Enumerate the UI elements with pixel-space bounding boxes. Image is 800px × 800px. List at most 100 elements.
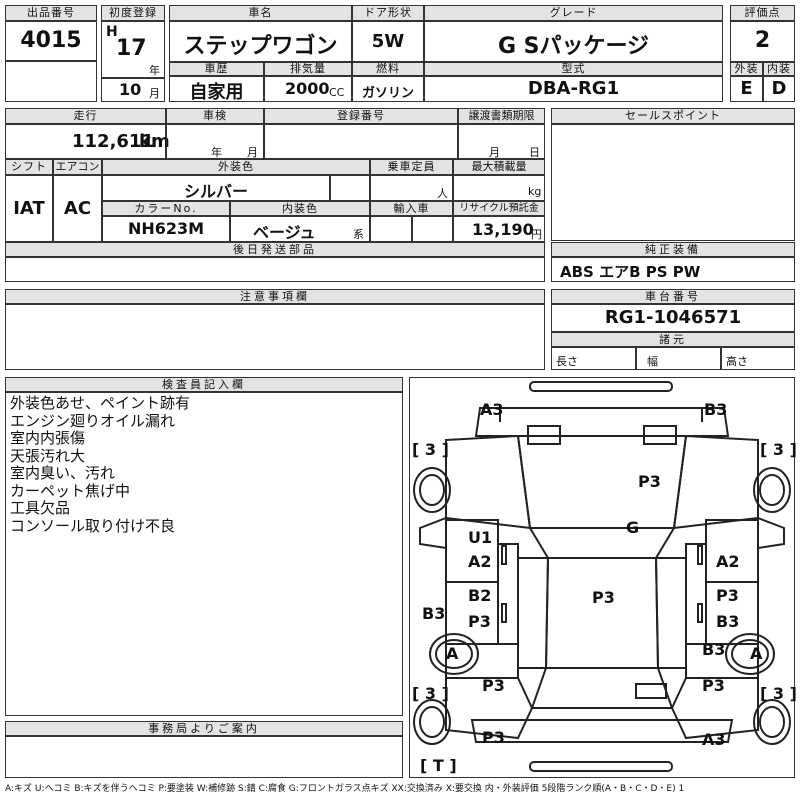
history: 自家用 [189, 82, 244, 103]
first-reg-year: 17 [116, 36, 147, 61]
lot-blank-cell [5, 61, 97, 102]
capacity-unit: 人 [437, 187, 448, 200]
inspector-comments-label: 検査員記入欄 [5, 377, 403, 392]
door-label: ドア形状 [352, 5, 424, 21]
interior-color-suffix: 系 [353, 228, 364, 241]
max-load-label: 最大積載量 [453, 159, 545, 175]
damage-bracket-left-top: [ 3 ] [412, 440, 449, 459]
shift-label: シフト [5, 159, 53, 175]
damage-g-windshield: G [626, 518, 640, 537]
height-cell: 高さ [721, 347, 795, 370]
color-no: NH623M [127, 219, 205, 238]
max-load-cell: kg [453, 175, 545, 201]
damage-a-right-wheel: A [750, 644, 763, 663]
damage-code-legend: A:キズ U:ヘコミ B:キズを伴うヘコミ P:要塗装 W:補修跡 S:錆 C:… [5, 784, 685, 794]
damage-bracket-trunk: [ T ] [420, 756, 457, 775]
model-cell: DBA-RG1 [424, 76, 723, 102]
exterior-score: E [740, 78, 753, 99]
damage-u1: U1 [468, 528, 493, 547]
lot-number: 4015 [20, 28, 82, 53]
color-no-cell: NH623M [102, 216, 230, 242]
import-label: 輸入車 [370, 201, 453, 216]
notes-area [5, 304, 545, 370]
first-reg-month: 10 [119, 80, 142, 99]
interior-score: D [771, 78, 787, 99]
damage-a3-front-left: A3 [480, 400, 504, 419]
chassis-label: 車台番号 [551, 289, 795, 304]
damage-p3-roof: P3 [592, 588, 615, 607]
first-reg-cell: H 17 年 [101, 21, 165, 78]
mileage-label: 走行 [5, 108, 166, 124]
transfer-cell: 月 日 [458, 124, 545, 159]
inspection-cell: 年 月 [166, 124, 264, 159]
registration-cell [264, 124, 458, 159]
displacement: 2000 [285, 79, 330, 98]
chassis-cell: RG1-1046571 [551, 304, 795, 332]
width-cell: 幅 [636, 347, 721, 370]
damage-p3-right-rear-door: P3 [716, 586, 739, 605]
recycle-cell: 13,190 円 [453, 216, 545, 242]
cc-unit: CC [329, 86, 345, 99]
import-cell-a [370, 216, 412, 242]
damage-p3-left-rear: P3 [482, 676, 505, 695]
comment-line: 天張汚れ大 [10, 446, 86, 465]
damage-b3-right-quarter: B3 [702, 640, 726, 659]
inspector-comments-area: 外装色あせ、ペイント跡有 エンジン廻りオイル漏れ 室内内張傷 天張汚れ大 室内臭… [5, 392, 403, 716]
damage-bracket-left-bottom: [ 3 ] [412, 684, 449, 703]
later-parts-area [5, 257, 545, 282]
exterior-color: シルバー [183, 182, 248, 201]
transfer-month-unit: 月 [489, 146, 500, 159]
inspection-year-unit: 年 [211, 146, 222, 159]
lot-number-cell: 4015 [5, 21, 97, 61]
lot-number-label: 出品番号 [5, 5, 97, 21]
damage-b3-right: B3 [716, 612, 740, 631]
interior-label: 内装 [763, 62, 795, 76]
interior-color: ベージュ [253, 223, 316, 242]
genuine-equipment: ABS エアB PS PW [560, 263, 701, 281]
import-cell-b [412, 216, 453, 242]
displacement-cell: 2000 CC [264, 76, 352, 102]
chassis-number: RG1-1046571 [604, 307, 742, 328]
fuel: ガソリン [361, 86, 414, 101]
genuine-equipment-label: 純正装備 [551, 242, 795, 257]
later-parts-label: 後日発送部品 [5, 242, 545, 257]
comment-line: 工具欠品 [10, 499, 71, 517]
score-label: 評価点 [730, 5, 795, 21]
history-label: 車歴 [169, 62, 264, 76]
model-label: 型式 [424, 62, 723, 76]
mileage-unit: km [139, 131, 170, 152]
first-reg-label: 初度登録 [101, 5, 165, 21]
damage-bracket-right-bottom: [ 3 ] [760, 684, 797, 703]
car-name-cell: ステップワゴン [169, 21, 352, 62]
era: H [106, 24, 118, 40]
recycle-unit: 円 [531, 228, 542, 241]
door-type: 5W [371, 31, 405, 52]
comment-line: 室内内張傷 [10, 429, 86, 447]
interior-cell: D [763, 76, 795, 102]
sales-point-label: セールスポイント [551, 108, 795, 124]
inspection-label: 車検 [166, 108, 264, 124]
shift-cell: IAT [5, 175, 53, 242]
exterior-color-extra-cell [330, 175, 370, 201]
width-label: 幅 [647, 355, 658, 368]
capacity-cell: 人 [370, 175, 453, 201]
transfer-day-unit: 日 [529, 146, 540, 159]
damage-b3-front-right: B3 [704, 400, 728, 419]
capacity-label: 乗車定員 [370, 159, 453, 175]
damage-bracket-right-top: [ 3 ] [760, 440, 797, 459]
color-no-label: カラーNo. [102, 201, 230, 216]
genuine-equipment-cell: ABS エアB PS PW [551, 257, 795, 282]
fuel-label: 燃料 [352, 62, 424, 76]
damage-diagram-frame: A3 B3 [ 3 ] [ 3 ] P3 G U1 A2 A2 B2 P3 P3… [409, 377, 797, 778]
grade-cell: G Sパッケージ [424, 21, 723, 62]
comment-line: コンソール取り付け不良 [10, 516, 176, 535]
specs-label: 諸元 [551, 332, 795, 347]
length-cell: 長さ [551, 347, 636, 370]
shift: IAT [13, 198, 45, 219]
month-unit: 月 [149, 87, 160, 100]
door-cell: 5W [352, 21, 424, 62]
car-outline-diagram [413, 381, 791, 772]
damage-a2-left: A2 [468, 552, 492, 571]
damage-p3-hood: P3 [638, 472, 661, 491]
transfer-label: 譲渡書類期限 [458, 108, 545, 124]
